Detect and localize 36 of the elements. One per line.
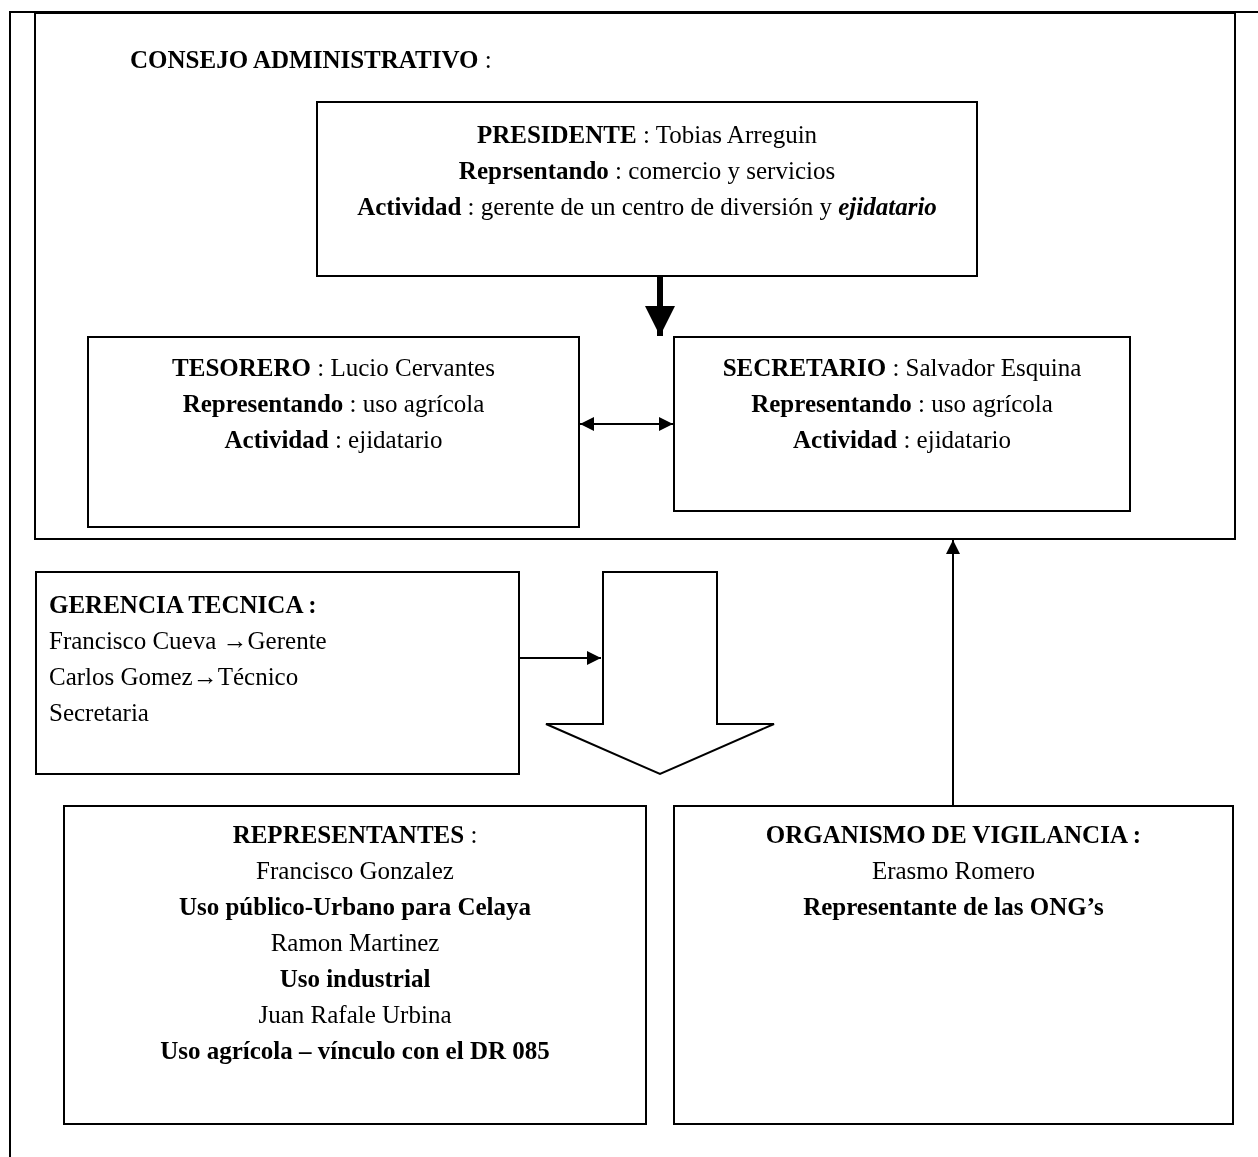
box-heading: GERENCIA TECNICA : bbox=[49, 590, 318, 620]
arrow bbox=[645, 277, 675, 336]
box-text: Representando : uso agrícola bbox=[750, 389, 1054, 419]
org-box bbox=[673, 336, 1131, 512]
box-text: Actividad : ejidatario bbox=[223, 425, 444, 455]
box-text: Uso agrícola – vínculo con el DR 085 bbox=[159, 1036, 551, 1066]
arrow bbox=[579, 417, 674, 431]
box-heading: TESORERO : Lucio Cervantes bbox=[171, 353, 496, 383]
box-heading: REPRESENTANTES : bbox=[231, 820, 479, 850]
box-text: Uso industrial bbox=[278, 964, 432, 994]
section-heading: CONSEJO ADMINISTRATIVO : bbox=[130, 45, 492, 75]
box-text: Representante de las ONG’s bbox=[802, 892, 1105, 922]
org-box bbox=[87, 336, 580, 528]
org-box bbox=[35, 571, 520, 775]
box-text: Uso público-Urbano para Celaya bbox=[177, 892, 533, 922]
box-text: Francisco Gonzalez bbox=[255, 856, 455, 886]
box-heading: ORGANISMO DE VIGILANCIA : bbox=[764, 820, 1143, 850]
block-arrow bbox=[545, 571, 775, 775]
box-text: Erasmo Romero bbox=[870, 856, 1037, 886]
org-box bbox=[63, 805, 647, 1125]
box-text: Secretaria bbox=[49, 698, 150, 728]
box-heading: SECRETARIO : Salvador Esquina bbox=[721, 353, 1083, 383]
box-text: Ramon Martinez bbox=[269, 928, 441, 958]
org-box bbox=[673, 805, 1234, 1125]
box-text: Actividad : ejidatario bbox=[792, 425, 1012, 455]
arrow bbox=[946, 539, 960, 806]
arrow bbox=[519, 651, 602, 665]
box-heading: PRESIDENTE : Tobias Arreguin bbox=[475, 120, 819, 150]
box-text: Francisco Cueva →Gerente bbox=[49, 626, 328, 656]
box-text: Representando : uso agrícola bbox=[181, 389, 486, 419]
box-text: Carlos Gomez→Técnico bbox=[49, 662, 300, 692]
council-frame bbox=[34, 12, 1236, 540]
box-text: Actividad : gerente de un centro de diversión y ejidatario bbox=[356, 192, 938, 222]
org-box bbox=[316, 101, 978, 277]
box-text: Reprsentando : comercio y servicios bbox=[457, 156, 837, 186]
box-text: Juan Rafale Urbina bbox=[257, 1000, 453, 1030]
